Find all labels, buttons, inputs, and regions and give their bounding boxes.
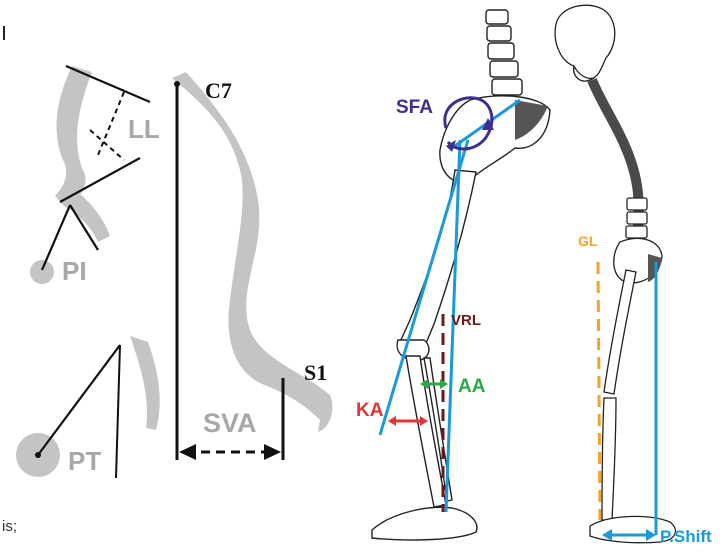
gl-dashed-line <box>598 262 600 520</box>
aa-label: AA <box>458 376 486 397</box>
footnote-text: is; <box>2 518 17 535</box>
spine-lumbar-vertebra-3 <box>626 226 647 238</box>
femoral-head-pi <box>30 260 54 284</box>
pt-label: PT <box>68 446 101 476</box>
c7-label: C7 <box>205 78 232 103</box>
spine-lumbar-vertebra-2 <box>627 212 647 224</box>
leg-skeleton-figure <box>372 10 550 540</box>
ll-perpendicular-top <box>98 92 124 155</box>
pt-line-to-head <box>38 345 120 455</box>
vertebra-2 <box>487 26 511 41</box>
sacrum-shape-pt <box>130 336 160 430</box>
pelvic-incidence-panel: PI <box>30 194 110 286</box>
skull-outline <box>555 5 615 81</box>
ka-label: KA <box>356 400 384 421</box>
sacrum-shape-pi <box>64 194 110 242</box>
vertebra-4 <box>490 61 518 77</box>
pt-center-dot <box>35 452 41 458</box>
sva-label: SVA <box>203 408 257 438</box>
vertebra-5 <box>492 79 522 95</box>
vertebra-3 <box>488 43 514 59</box>
vrl-label: VRL <box>451 312 481 329</box>
vertebra-1 <box>486 10 508 24</box>
sva-panel: C7 S1 SVA <box>172 72 332 460</box>
pi-label: PI <box>62 256 87 286</box>
gl-label: GL <box>578 233 598 249</box>
pt-vertical-line <box>116 345 120 478</box>
sva-arrow-right-head <box>264 444 281 460</box>
s1-label: S1 <box>304 360 327 385</box>
spine-lumbar-vertebra-1 <box>627 198 647 210</box>
sfa-label: SFA <box>396 97 433 118</box>
sva-arrow-left-head <box>179 444 196 460</box>
pelvic-tilt-panel: PT <box>16 336 160 478</box>
lumbar-lordosis-panel: LL <box>55 66 160 208</box>
ka-arrow-left-head <box>388 416 396 426</box>
foot-outline <box>372 507 477 540</box>
ll-label: LL <box>128 114 160 144</box>
pshift-label: P.Shift <box>660 527 712 546</box>
c7-dot <box>174 81 180 87</box>
skeleton-tibia <box>602 398 616 520</box>
skeleton-femur <box>604 270 636 394</box>
